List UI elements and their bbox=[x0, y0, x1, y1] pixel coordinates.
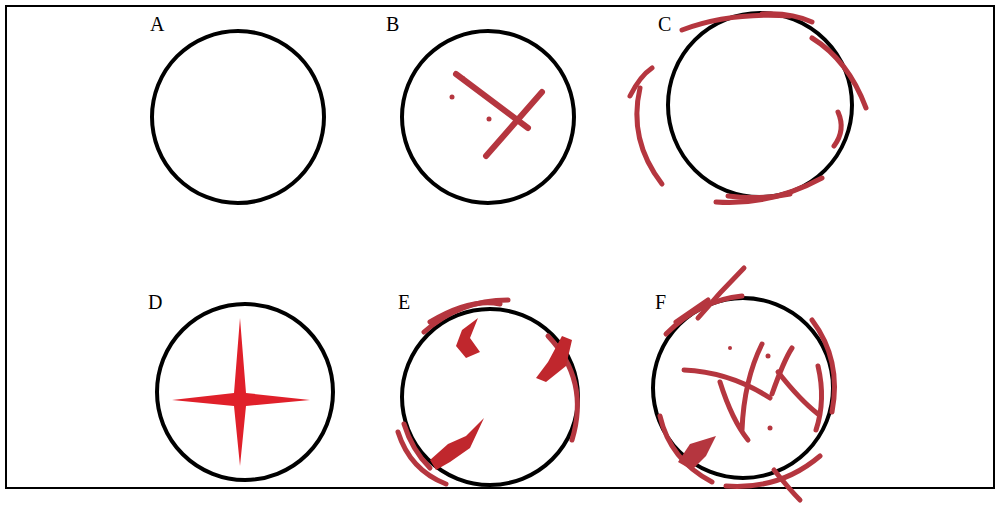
wedges-e bbox=[430, 318, 572, 470]
circle-d bbox=[157, 304, 333, 480]
marks-c bbox=[630, 14, 866, 203]
marks-f bbox=[660, 268, 835, 500]
panel-letter: F bbox=[655, 292, 666, 312]
marks-e bbox=[398, 300, 577, 484]
panel-letter: A bbox=[150, 14, 164, 34]
frame bbox=[6, 6, 994, 488]
mark-line bbox=[486, 92, 542, 156]
circle-e bbox=[402, 309, 578, 485]
circle-a bbox=[152, 31, 324, 203]
dots-b bbox=[450, 76, 492, 122]
circle-f bbox=[653, 298, 833, 478]
panel-letter: E bbox=[398, 292, 410, 312]
star-mark bbox=[172, 318, 310, 466]
circle-c bbox=[668, 13, 852, 197]
panel-letter: D bbox=[148, 292, 162, 312]
marks-b bbox=[456, 74, 542, 156]
panel-letter: B bbox=[386, 14, 399, 34]
panel-letter: C bbox=[658, 14, 671, 34]
dots-f bbox=[678, 346, 773, 470]
circle-b bbox=[402, 31, 574, 203]
circles bbox=[152, 13, 852, 485]
